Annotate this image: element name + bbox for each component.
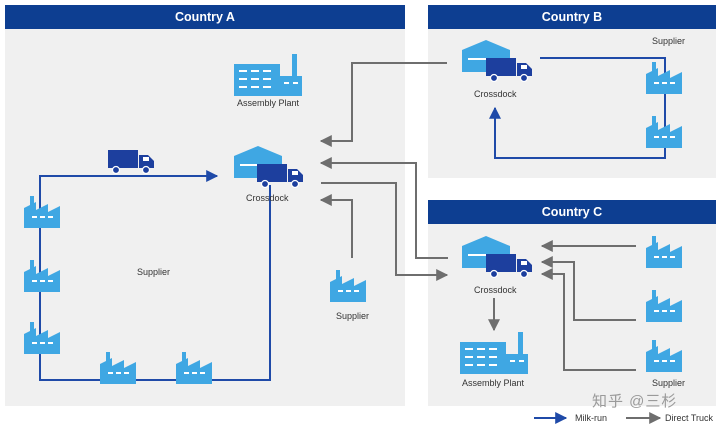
a-supplier-factory-1-icon [24, 196, 60, 228]
c-crossdock-label: Crossdock [474, 285, 517, 295]
a-crossdock-label: Crossdock [246, 193, 289, 203]
legend-milk-run-label: Milk-run [575, 413, 608, 423]
a-supplier-factory-2-icon [24, 260, 60, 292]
a-crossdock-truck-icon [256, 163, 304, 189]
direct-supplier-to-a [319, 194, 353, 258]
region-country-a: Country A [5, 5, 405, 406]
b-crossdock-truck-icon [485, 57, 533, 83]
direct-c-to-a-upper [319, 157, 448, 259]
direct-a-to-c [321, 182, 449, 281]
a-supplier-factory-4-icon [100, 352, 136, 384]
watermark: 知乎 @三杉 [592, 393, 678, 410]
legend-direct-truck-label: Direct Truck [665, 413, 714, 423]
region-header-country-b: Country B [428, 5, 716, 29]
a-supplier-direct-factory-icon [330, 270, 366, 302]
b-crossdock-label: Crossdock [474, 89, 517, 99]
c-supplier-factory-3-icon [646, 340, 682, 372]
milk-run-loop-a [39, 170, 271, 381]
a-assembly-plant-icon [234, 54, 302, 96]
a-assembly-plant-label: Assembly Plant [237, 98, 300, 108]
direct-b-to-a [319, 62, 447, 147]
c-assembly-plant-icon [460, 332, 528, 374]
a-milk-run-truck-icon [107, 149, 155, 175]
c-supplier-label: Supplier [652, 378, 686, 388]
c-assembly-plant-label: Assembly Plant [462, 378, 525, 388]
a-supplier-factory-3-icon [24, 322, 60, 354]
milk-run-loop-b [489, 57, 666, 159]
c-supplier-factory-2-icon [646, 290, 682, 322]
direct-c-supplier-3 [540, 268, 636, 371]
region-header-country-c: Country C [428, 200, 716, 224]
a-supplier-right-label: Supplier [336, 311, 370, 321]
region-header-country-a: Country A [5, 5, 405, 29]
c-crossdock-truck-icon [485, 253, 533, 279]
c-supplier-factory-1-icon [646, 236, 682, 268]
a-supplier-center-label: Supplier [137, 267, 171, 277]
b-supplier-label: Supplier [652, 36, 686, 46]
direct-c-supplier-2 [540, 256, 636, 321]
a-supplier-factory-5-icon [176, 352, 212, 384]
